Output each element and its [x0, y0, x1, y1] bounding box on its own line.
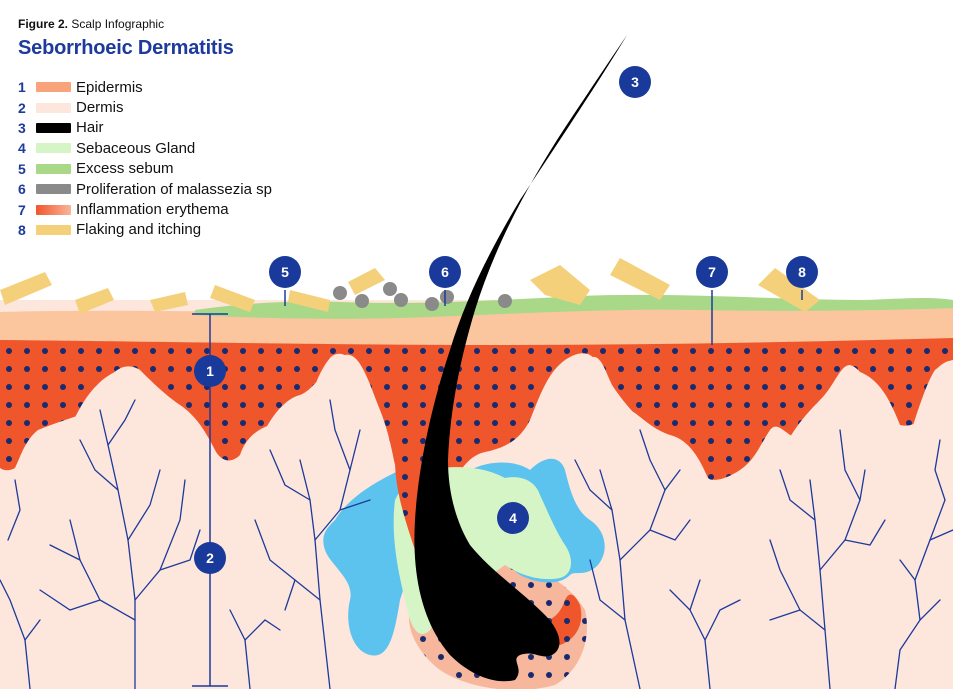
marker-number: 1: [206, 363, 214, 379]
legend-swatch: [36, 123, 71, 133]
figure-caption-prefix: Figure 2.: [18, 17, 68, 31]
marker-6: 6: [429, 256, 461, 288]
legend-swatch: [36, 103, 71, 113]
legend-swatch: [36, 184, 71, 194]
marker-1: 1: [194, 355, 226, 387]
legend-swatch: [36, 164, 71, 174]
marker-8: 8: [786, 256, 818, 288]
legend-item: 5 Excess sebum: [18, 159, 272, 179]
legend-item: 3 Hair: [18, 118, 272, 138]
marker-number: 2: [206, 550, 214, 566]
legend-label: Sebaceous Gland: [76, 140, 195, 157]
marker-number: 6: [441, 264, 449, 280]
figure-caption-text: Scalp Infographic: [71, 17, 164, 31]
marker-7: 7: [696, 256, 728, 288]
legend-label: Dermis: [76, 99, 124, 116]
legend-number: 6: [18, 181, 36, 197]
marker-number: 4: [509, 510, 517, 526]
legend-label: Excess sebum: [76, 160, 174, 177]
legend-item: 4 Sebaceous Gland: [18, 138, 272, 158]
legend-item: 7 Inflammation erythema: [18, 199, 272, 219]
legend-label: Proliferation of malassezia sp: [76, 181, 272, 198]
figure-caption: Figure 2. Scalp Infographic: [18, 17, 164, 31]
legend-item: 2 Dermis: [18, 97, 272, 117]
legend-number: 5: [18, 161, 36, 177]
marker-2: 2: [194, 542, 226, 574]
legend-number: 3: [18, 120, 36, 136]
legend-number: 8: [18, 222, 36, 238]
marker-number: 5: [281, 264, 289, 280]
legend-swatch: [36, 143, 71, 153]
legend-label: Inflammation erythema: [76, 201, 229, 218]
legend-item: 8 Flaking and itching: [18, 220, 272, 240]
legend-label: Flaking and itching: [76, 221, 201, 238]
legend-swatch: [36, 225, 71, 235]
marker-4: 4: [497, 502, 529, 534]
legend-number: 1: [18, 79, 36, 95]
legend-label: Hair: [76, 119, 104, 136]
marker-number: 3: [631, 74, 639, 90]
legend-number: 2: [18, 100, 36, 116]
marker-number: 8: [798, 264, 806, 280]
legend-swatch: [36, 205, 71, 215]
legend-label: Epidermis: [76, 79, 143, 96]
marker-3: 3: [619, 66, 651, 98]
marker-number: 7: [708, 264, 716, 280]
legend-swatch: [36, 82, 71, 92]
page-title: Seborrhoeic Dermatitis: [18, 37, 234, 60]
legend-item: 1 Epidermis: [18, 77, 272, 97]
legend-number: 7: [18, 202, 36, 218]
legend: 1 Epidermis 2 Dermis 3 Hair 4 Sebaceous Gland 5 E…: [18, 77, 272, 240]
legend-number: 4: [18, 140, 36, 156]
marker-5: 5: [269, 256, 301, 288]
legend-item: 6 Proliferation of malassezia sp: [18, 179, 272, 199]
